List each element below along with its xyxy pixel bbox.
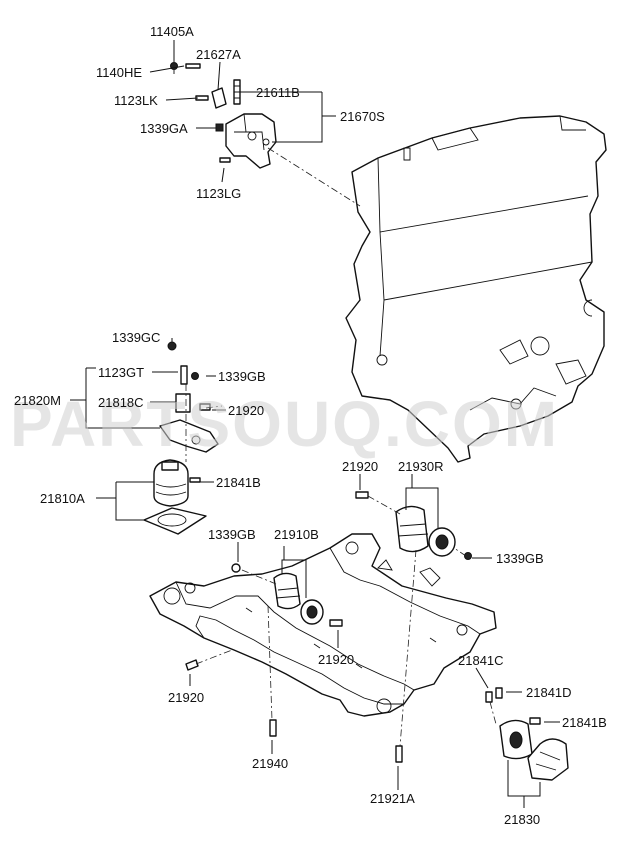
transmission-mount-21830 [485, 687, 569, 781]
label-21930R: 21930R [398, 459, 444, 474]
rear-mount-21930R [355, 491, 472, 763]
label-1123LK: 1123LK [114, 93, 158, 108]
label-21611B: 21611B [256, 85, 300, 100]
engine-block [345, 115, 607, 463]
label-21830: 21830 [504, 812, 540, 827]
label-1339GB-left: 1339GB [218, 369, 266, 384]
alignment-lines [185, 147, 497, 747]
label-21910B: 21910B [274, 527, 319, 542]
label-21920-front: 21920 [318, 652, 354, 667]
label-21921A: 21921A [370, 791, 415, 806]
label-21841B-right: 21841B [562, 715, 607, 730]
upper-engine-mount-bracket [170, 62, 277, 169]
label-21810A: 21810A [40, 491, 85, 506]
watermark: PARTSOUQ.COM [10, 388, 559, 460]
leader-lines [70, 40, 560, 808]
label-11405A: 11405A [150, 24, 194, 39]
label-21820M: 21820M [14, 393, 61, 408]
label-1339GB-rear: 1339GB [496, 551, 544, 566]
label-1339GA: 1339GA [140, 121, 188, 136]
label-1339GB-front: 1339GB [208, 527, 256, 542]
label-21920-bottom-left: 21920 [168, 690, 204, 705]
label-21940: 21940 [252, 756, 288, 771]
label-21627A: 21627A [196, 47, 241, 62]
left-engine-mount [143, 341, 219, 535]
label-1123LG: 1123LG [196, 186, 241, 201]
front-mount-21910B [185, 563, 343, 737]
label-21841C: 21841C [458, 653, 504, 668]
label-1140HE: 1140HE [96, 65, 142, 80]
label-21920-rear: 21920 [342, 459, 378, 474]
label-21841D: 21841D [526, 685, 572, 700]
part-labels: 11405A 1140HE 21627A 21611B 1123LK 21670… [14, 24, 607, 827]
label-21818C: 21818C [98, 395, 144, 410]
label-21841B-left: 21841B [216, 475, 261, 490]
label-1123GT: 1123GT [98, 365, 144, 380]
label-21670S: 21670S [340, 109, 385, 124]
label-1339GC: 1339GC [112, 330, 160, 345]
label-21920-left: 21920 [228, 403, 264, 418]
subframe-crossmember [149, 533, 497, 717]
